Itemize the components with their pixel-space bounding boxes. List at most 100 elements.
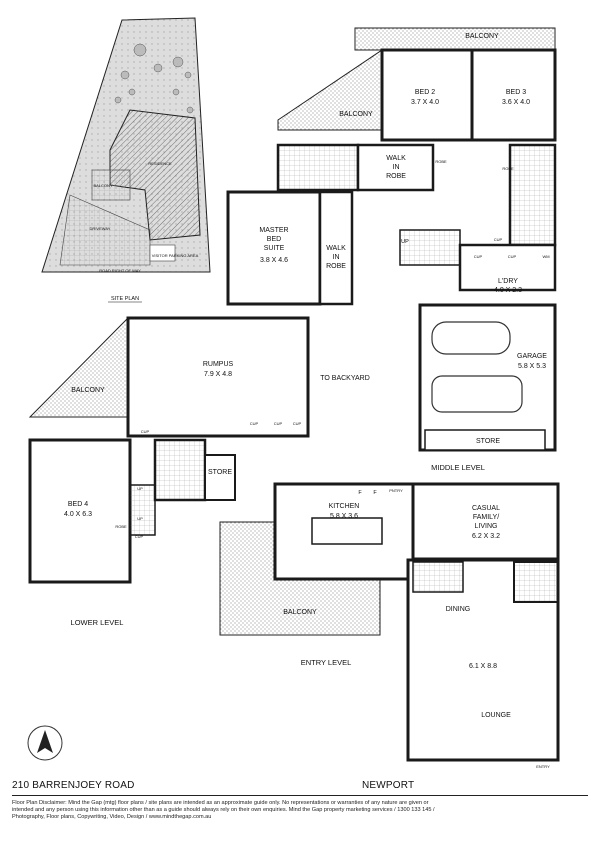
store-lower-room xyxy=(204,454,236,501)
walk-robe-2-l3: ROBE xyxy=(326,263,346,270)
garage-store-label: STORE xyxy=(476,438,500,445)
cup-middle-3: CUP xyxy=(508,254,517,259)
up-lower-2: UP xyxy=(137,516,143,521)
lower-level-label: LOWER LEVEL xyxy=(71,618,124,627)
site-balcony-label: BALCONY xyxy=(93,183,112,188)
walk-robe-master xyxy=(318,190,354,306)
bed3-room xyxy=(470,48,557,142)
site-driveway xyxy=(59,194,151,266)
up-lower-1: UP xyxy=(137,486,143,491)
site-parking-block xyxy=(149,244,176,262)
footer-divider xyxy=(12,795,588,796)
master-l1: MASTER xyxy=(259,227,288,234)
cup-middle-1: CUP xyxy=(494,237,503,242)
walk-robe-2-l2: IN xyxy=(333,254,340,261)
car-suv xyxy=(431,375,523,413)
bath-lower xyxy=(153,438,207,502)
walk-robe-2-l1: WALK xyxy=(326,245,346,252)
bath-entry xyxy=(513,561,559,603)
ensuite-upper xyxy=(276,143,360,192)
bed2-size: 3.7 X 4.0 xyxy=(411,99,439,106)
car-sports xyxy=(431,321,511,355)
casual-living-room xyxy=(411,482,560,561)
garage-store xyxy=(424,429,546,451)
bed2-room xyxy=(380,48,474,142)
entry-label: ENTRY xyxy=(536,764,550,769)
master-l3: SUITE xyxy=(264,245,285,252)
up-middle: UP xyxy=(401,239,409,245)
site-parking-label: VISITOR PARKING AREA xyxy=(152,253,199,258)
robe-mid-1: ROBE xyxy=(435,159,447,164)
balcony-lower-label: BALCONY xyxy=(71,387,105,394)
cup-rumpus-2: CUP xyxy=(274,421,283,426)
entry-stair xyxy=(412,561,464,593)
kitchen-label: KITCHEN xyxy=(329,503,360,510)
cup-rumpus-3: CUP xyxy=(293,421,302,426)
cup-middle-2: CUP xyxy=(474,254,483,259)
middle-level-label: MIDDLE LEVEL xyxy=(431,463,485,472)
site-trees xyxy=(114,43,194,114)
balcony-mid-label: BALCONY xyxy=(339,111,373,118)
balcony-top-area xyxy=(354,27,556,51)
lower-level: RUMPUS 7.9 X 4.8 TO BACKYARD BALCONY BED… xyxy=(28,316,370,627)
bed4-size: 4.0 X 6.3 xyxy=(64,511,92,518)
site-balcony-block xyxy=(91,169,131,201)
garage-label: GARAGE xyxy=(517,353,547,360)
balcony-entry-label: BALCONY xyxy=(283,609,317,616)
bath-right xyxy=(508,143,557,247)
casual-l1: CASUAL xyxy=(472,505,500,512)
fridge-2: F xyxy=(373,490,377,496)
dining-size: 6.1 X 8.8 xyxy=(469,663,497,670)
casual-l2: FAMILY/ xyxy=(473,514,499,521)
laundry-size: 4.0 X 2.3 xyxy=(494,287,522,294)
site-driveway-label: DRIVEWAY xyxy=(90,226,111,231)
bed4-label: BED 4 xyxy=(68,501,88,508)
master-l2: BED xyxy=(267,236,281,243)
entry-level-label: ENTRY LEVEL xyxy=(301,658,352,667)
site-residence-label: RESIDENCE xyxy=(148,161,172,166)
middle-level: BALCONY BALCONY BED 2 3.7 X 4.0 BED 3 3.… xyxy=(226,27,557,472)
bed2-label: BED 2 xyxy=(415,89,435,96)
balcony-mid-area xyxy=(277,49,383,131)
site-plan-title: SITE PLAN xyxy=(111,296,139,302)
laundry-room xyxy=(458,243,557,292)
robe-lower: ROBE xyxy=(115,524,127,529)
entry-level: KITCHEN 5.8 X 3.6 F F PNTRY CASUAL FAMIL… xyxy=(219,482,560,769)
walk-robe-upper xyxy=(356,143,435,192)
lounge-label: LOUNGE xyxy=(481,712,511,719)
kitchen-island xyxy=(311,517,383,545)
property-address: 210 BARRENJOEY ROAD xyxy=(12,780,135,791)
bed3-label: BED 3 xyxy=(506,89,526,96)
rumpus-size: 7.9 X 4.8 xyxy=(204,371,232,378)
kitchen-size: 5.8 X 3.6 xyxy=(330,513,358,520)
site-plan: BALCONY RESIDENCE DRIVEWAY VISITOR PARKI… xyxy=(41,17,211,303)
walk-robe-1-l1: WALK xyxy=(386,155,406,162)
dining-label: DINING xyxy=(446,606,471,613)
rumpus-room xyxy=(126,316,310,438)
walk-robe-1-l3: ROBE xyxy=(386,173,406,180)
pantry-label: PNTRY xyxy=(389,488,403,493)
balcony-lower-area xyxy=(28,316,129,418)
to-backyard-label: TO BACKYARD xyxy=(320,375,370,382)
robe-mid-2: ROBE xyxy=(502,166,514,171)
master-size: 3.8 X 4.6 xyxy=(260,257,288,264)
rumpus-label: RUMPUS xyxy=(203,361,234,368)
cup-rumpus-1: CUP xyxy=(250,421,259,426)
casual-size: 6.2 X 3.2 xyxy=(472,533,500,540)
casual-l3: LIVING xyxy=(475,523,498,530)
wm-label: WM xyxy=(542,254,549,259)
stair-upper xyxy=(399,229,461,266)
store-lower-label: STORE xyxy=(208,469,232,476)
site-road-label: ROAD RIGHT OF WAY xyxy=(99,268,141,273)
garage-size: 5.8 X 5.3 xyxy=(518,363,546,370)
cup-lower-2: CUP xyxy=(135,534,144,539)
cup-lower-1: CUP xyxy=(141,429,150,434)
balcony-top-label: BALCONY xyxy=(465,33,499,40)
north-compass-icon xyxy=(27,725,63,761)
property-suburb: NEWPORT xyxy=(362,780,415,791)
fridge-1: F xyxy=(358,490,362,496)
floor-plan-drawing: BALCONY RESIDENCE DRIVEWAY VISITOR PARKI… xyxy=(27,17,560,769)
walk-robe-1-l2: IN xyxy=(393,164,400,171)
floor-plan-disclaimer: Floor Plan Disclaimer: Mind the Gap (mtg… xyxy=(12,800,435,821)
laundry-label: L'DRY xyxy=(498,278,518,285)
